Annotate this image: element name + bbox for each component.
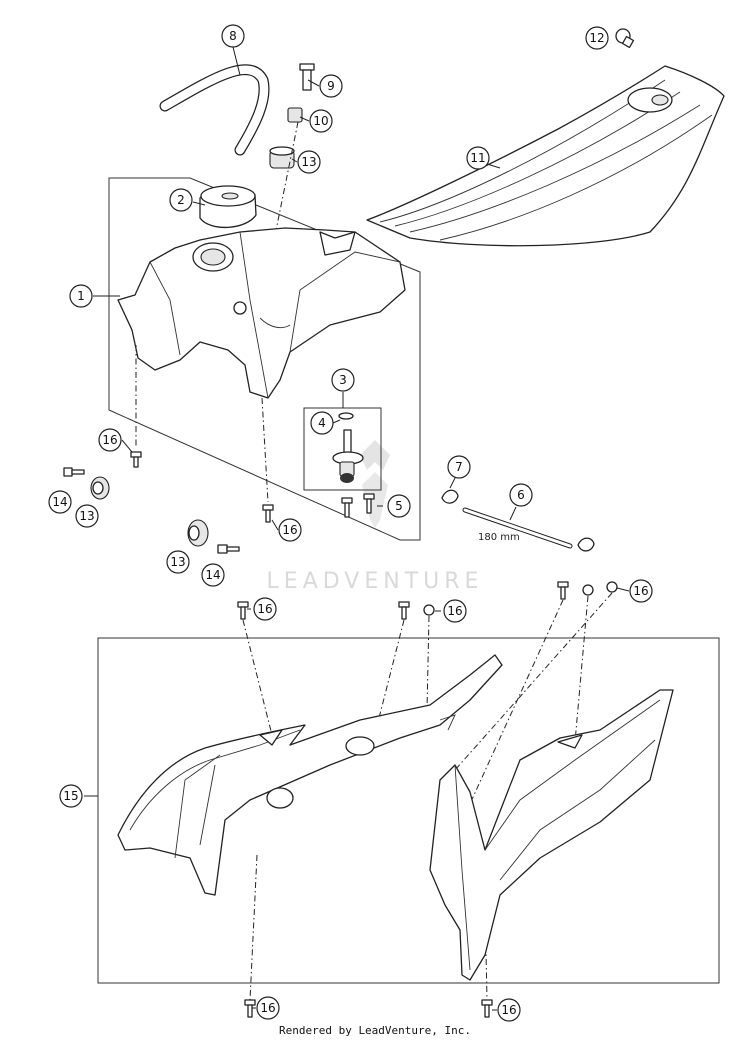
callout-7: 7	[447, 455, 471, 479]
callout-8: 8	[221, 24, 245, 48]
tank-group-frame	[108, 177, 421, 541]
vent-hose	[462, 507, 573, 549]
fuel-tap	[332, 412, 364, 483]
left-radiator-shroud	[117, 654, 503, 896]
svg-text:16: 16	[257, 602, 272, 616]
shroud-group-frame	[97, 637, 720, 984]
hose-clamp-right	[577, 537, 595, 552]
callout-12: 12	[585, 26, 609, 50]
bolt-14-lower	[217, 544, 240, 554]
svg-text:2: 2	[177, 193, 185, 207]
shroud-bolt-4	[557, 581, 569, 600]
bushing-13-lower	[187, 519, 209, 547]
svg-text:7: 7	[455, 460, 463, 474]
callout-13-top: 13	[297, 150, 321, 174]
fuel-hose	[159, 64, 270, 156]
svg-text:15: 15	[63, 789, 78, 803]
callout-16-tank-right: 16	[278, 518, 302, 542]
callout-2: 2	[169, 188, 193, 212]
seat	[366, 65, 725, 247]
svg-text:12: 12	[589, 31, 604, 45]
rubber-bushing-top	[269, 146, 295, 169]
shroud-bolt-bottom-right	[481, 999, 493, 1018]
callout-16-shroud-right: 16	[629, 579, 653, 603]
right-radiator-shroud	[429, 689, 674, 981]
callout-4: 4	[310, 411, 334, 435]
screw-9	[299, 63, 315, 91]
svg-text:9: 9	[327, 79, 335, 93]
svg-text:1: 1	[77, 289, 85, 303]
svg-text:13: 13	[170, 555, 185, 569]
svg-text:5: 5	[395, 499, 403, 513]
shroud-bolt-bottom-left	[244, 999, 256, 1018]
tank-bolt-right	[262, 504, 274, 523]
hose-length-label: 180 mm	[478, 532, 520, 543]
bolt-14-left	[63, 467, 85, 477]
svg-text:4: 4	[318, 416, 326, 430]
callout-14-left: 14	[48, 490, 72, 514]
svg-text:16: 16	[447, 604, 462, 618]
svg-text:16: 16	[501, 1003, 516, 1017]
callout-15: 15	[59, 784, 83, 808]
callout-14-lower: 14	[201, 563, 225, 587]
hose-clamp-left	[441, 489, 459, 504]
bushing-13-left	[90, 476, 110, 500]
callout-1: 1	[69, 284, 93, 308]
shroud-bolt-1	[237, 601, 249, 620]
callout-16-bottom-right: 16	[497, 998, 521, 1022]
fuel-tank	[117, 227, 406, 399]
screw-5	[341, 493, 375, 518]
svg-text:11: 11	[470, 151, 485, 165]
svg-text:14: 14	[52, 495, 67, 509]
svg-text:3: 3	[339, 373, 347, 387]
callout-13-lower: 13	[166, 550, 190, 574]
svg-text:16: 16	[633, 584, 648, 598]
svg-text:13: 13	[301, 155, 316, 169]
svg-text:16: 16	[282, 523, 297, 537]
footer-credit: Rendered by LeadVenture, Inc.	[278, 1024, 472, 1037]
svg-text:14: 14	[205, 568, 220, 582]
callout-16-shroud-mid: 16	[443, 599, 467, 623]
shroud-nut-5	[582, 584, 594, 596]
callout-9: 9	[319, 74, 343, 98]
callout-3: 3	[331, 368, 355, 392]
callout-10: 10	[309, 109, 333, 133]
shroud-nut-3	[423, 604, 435, 616]
svg-text:10: 10	[313, 114, 328, 128]
svg-text:16: 16	[102, 433, 117, 447]
leader-lines	[84, 46, 630, 1011]
callout-16-shroud-left: 16	[253, 597, 277, 621]
callout-13-left: 13	[75, 504, 99, 528]
shroud-nut-6	[606, 581, 618, 593]
tank-bolt-left	[130, 451, 142, 468]
spacer-10	[287, 107, 303, 123]
seat-bolt	[615, 28, 635, 49]
callout-16-bottom-left: 16	[256, 996, 280, 1020]
shroud-bolt-2	[398, 601, 410, 620]
fuel-cap	[199, 185, 257, 229]
svg-text:13: 13	[79, 509, 94, 523]
callout-6: 6	[509, 483, 533, 507]
svg-text:6: 6	[517, 488, 525, 502]
svg-text:16: 16	[260, 1001, 275, 1015]
callout-11: 11	[466, 146, 490, 170]
callout-16-tank-left: 16	[98, 428, 122, 452]
svg-text:8: 8	[229, 29, 237, 43]
callout-5: 5	[387, 494, 411, 518]
watermark-text: LEADVENTURE	[267, 569, 484, 594]
